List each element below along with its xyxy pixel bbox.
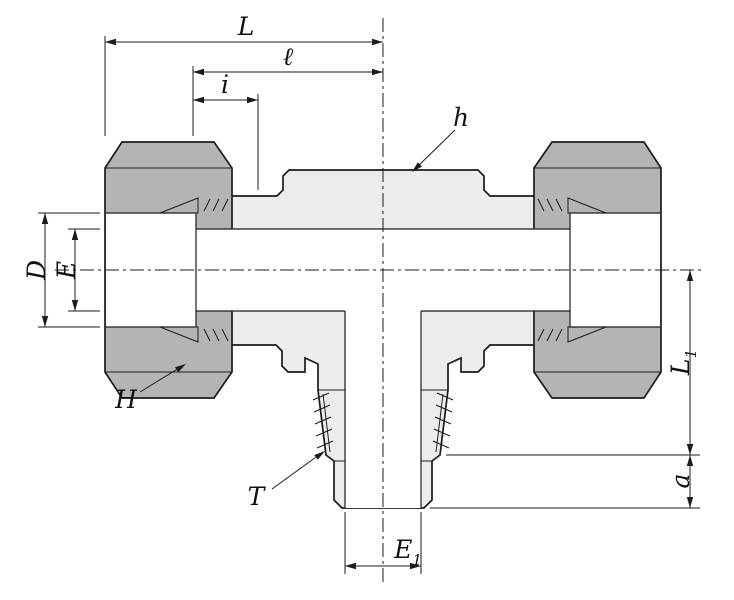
thread-crest-ticks-left [312,392,334,449]
callout-h-leader [413,129,456,171]
dimension-E1: E1 [344,512,422,574]
dim-a-arrow-top [686,455,694,466]
dim-label-E1: E1 [393,535,422,569]
dim-label-D: D [22,260,51,281]
nut-threads-left [203,198,229,342]
dim-E1-arrow-right [410,562,421,570]
dimension-ell: ℓ [192,42,383,136]
centerlines [55,18,703,585]
callout-T-arrowhead [314,451,325,460]
dim-L1-lines [446,270,700,456]
nut-threads-right [537,198,563,342]
ferrule-left-bottom [159,326,199,343]
ferrule-right-bottom [567,326,607,343]
ferrule-right-top [567,197,607,214]
dim-L-arrow-left [105,38,116,46]
dim-E-lines [68,228,100,312]
dim-E-arrow-bottom [71,300,79,311]
dim-E1-arrow-left [345,562,356,570]
dimension-E: E [52,228,100,312]
dim-L-arrow-right [372,38,383,46]
dimension-D: D [22,212,100,328]
dim-D-arrow-top [41,213,49,224]
dim-label-h: h [453,103,469,132]
thread-crest-ticks-right [432,392,454,449]
ferrules [159,197,607,343]
callout-H-arrowhead [175,364,186,373]
callout-h-arrowhead [412,162,422,172]
dim-L1-arrow-bottom [686,444,694,455]
callout-h: h [412,103,469,172]
dim-label-a: a [666,474,695,489]
callout-T-leader [271,451,324,490]
dim-label-H: H [114,385,138,414]
branch-thread-details [312,389,454,462]
dim-label-ell: ℓ [283,42,294,71]
dimension-i: i [193,70,259,190]
dim-label-E: E [52,261,81,280]
dim-E1-lines [344,512,422,574]
dim-D-arrow-bottom [41,316,49,327]
dimension-a: a [430,455,700,509]
dim-a-arrow-bottom [686,497,694,508]
callout-H: H [114,364,186,414]
dim-label-L1: L1 [666,349,700,376]
left-nut-chamfer-lines [105,167,232,373]
thread-start-line [318,389,448,462]
ferrule-left-top [159,197,199,214]
dim-L-lines [104,36,383,136]
callout-T: T [248,451,325,511]
dimension-L: L [104,12,383,136]
nut-thread-hatching [203,198,563,342]
dim-i-arrow-left [193,96,204,104]
dim-label-i: i [221,70,229,99]
dim-ell-arrow-left [193,68,204,76]
dim-label-T: T [248,482,267,511]
dim-E-arrow-top [71,229,79,240]
right-nut-chamfer-lines [534,167,661,373]
dim-label-L: L [237,12,255,41]
dimension-L1: L1 [446,270,700,456]
dim-ell-arrow-right [372,68,383,76]
dim-L1-arrow-top [686,270,694,281]
dim-D-lines [38,212,100,328]
dim-i-arrow-right [247,96,258,104]
dim-ell-lines [192,66,383,136]
dim-a-lines [430,455,700,509]
